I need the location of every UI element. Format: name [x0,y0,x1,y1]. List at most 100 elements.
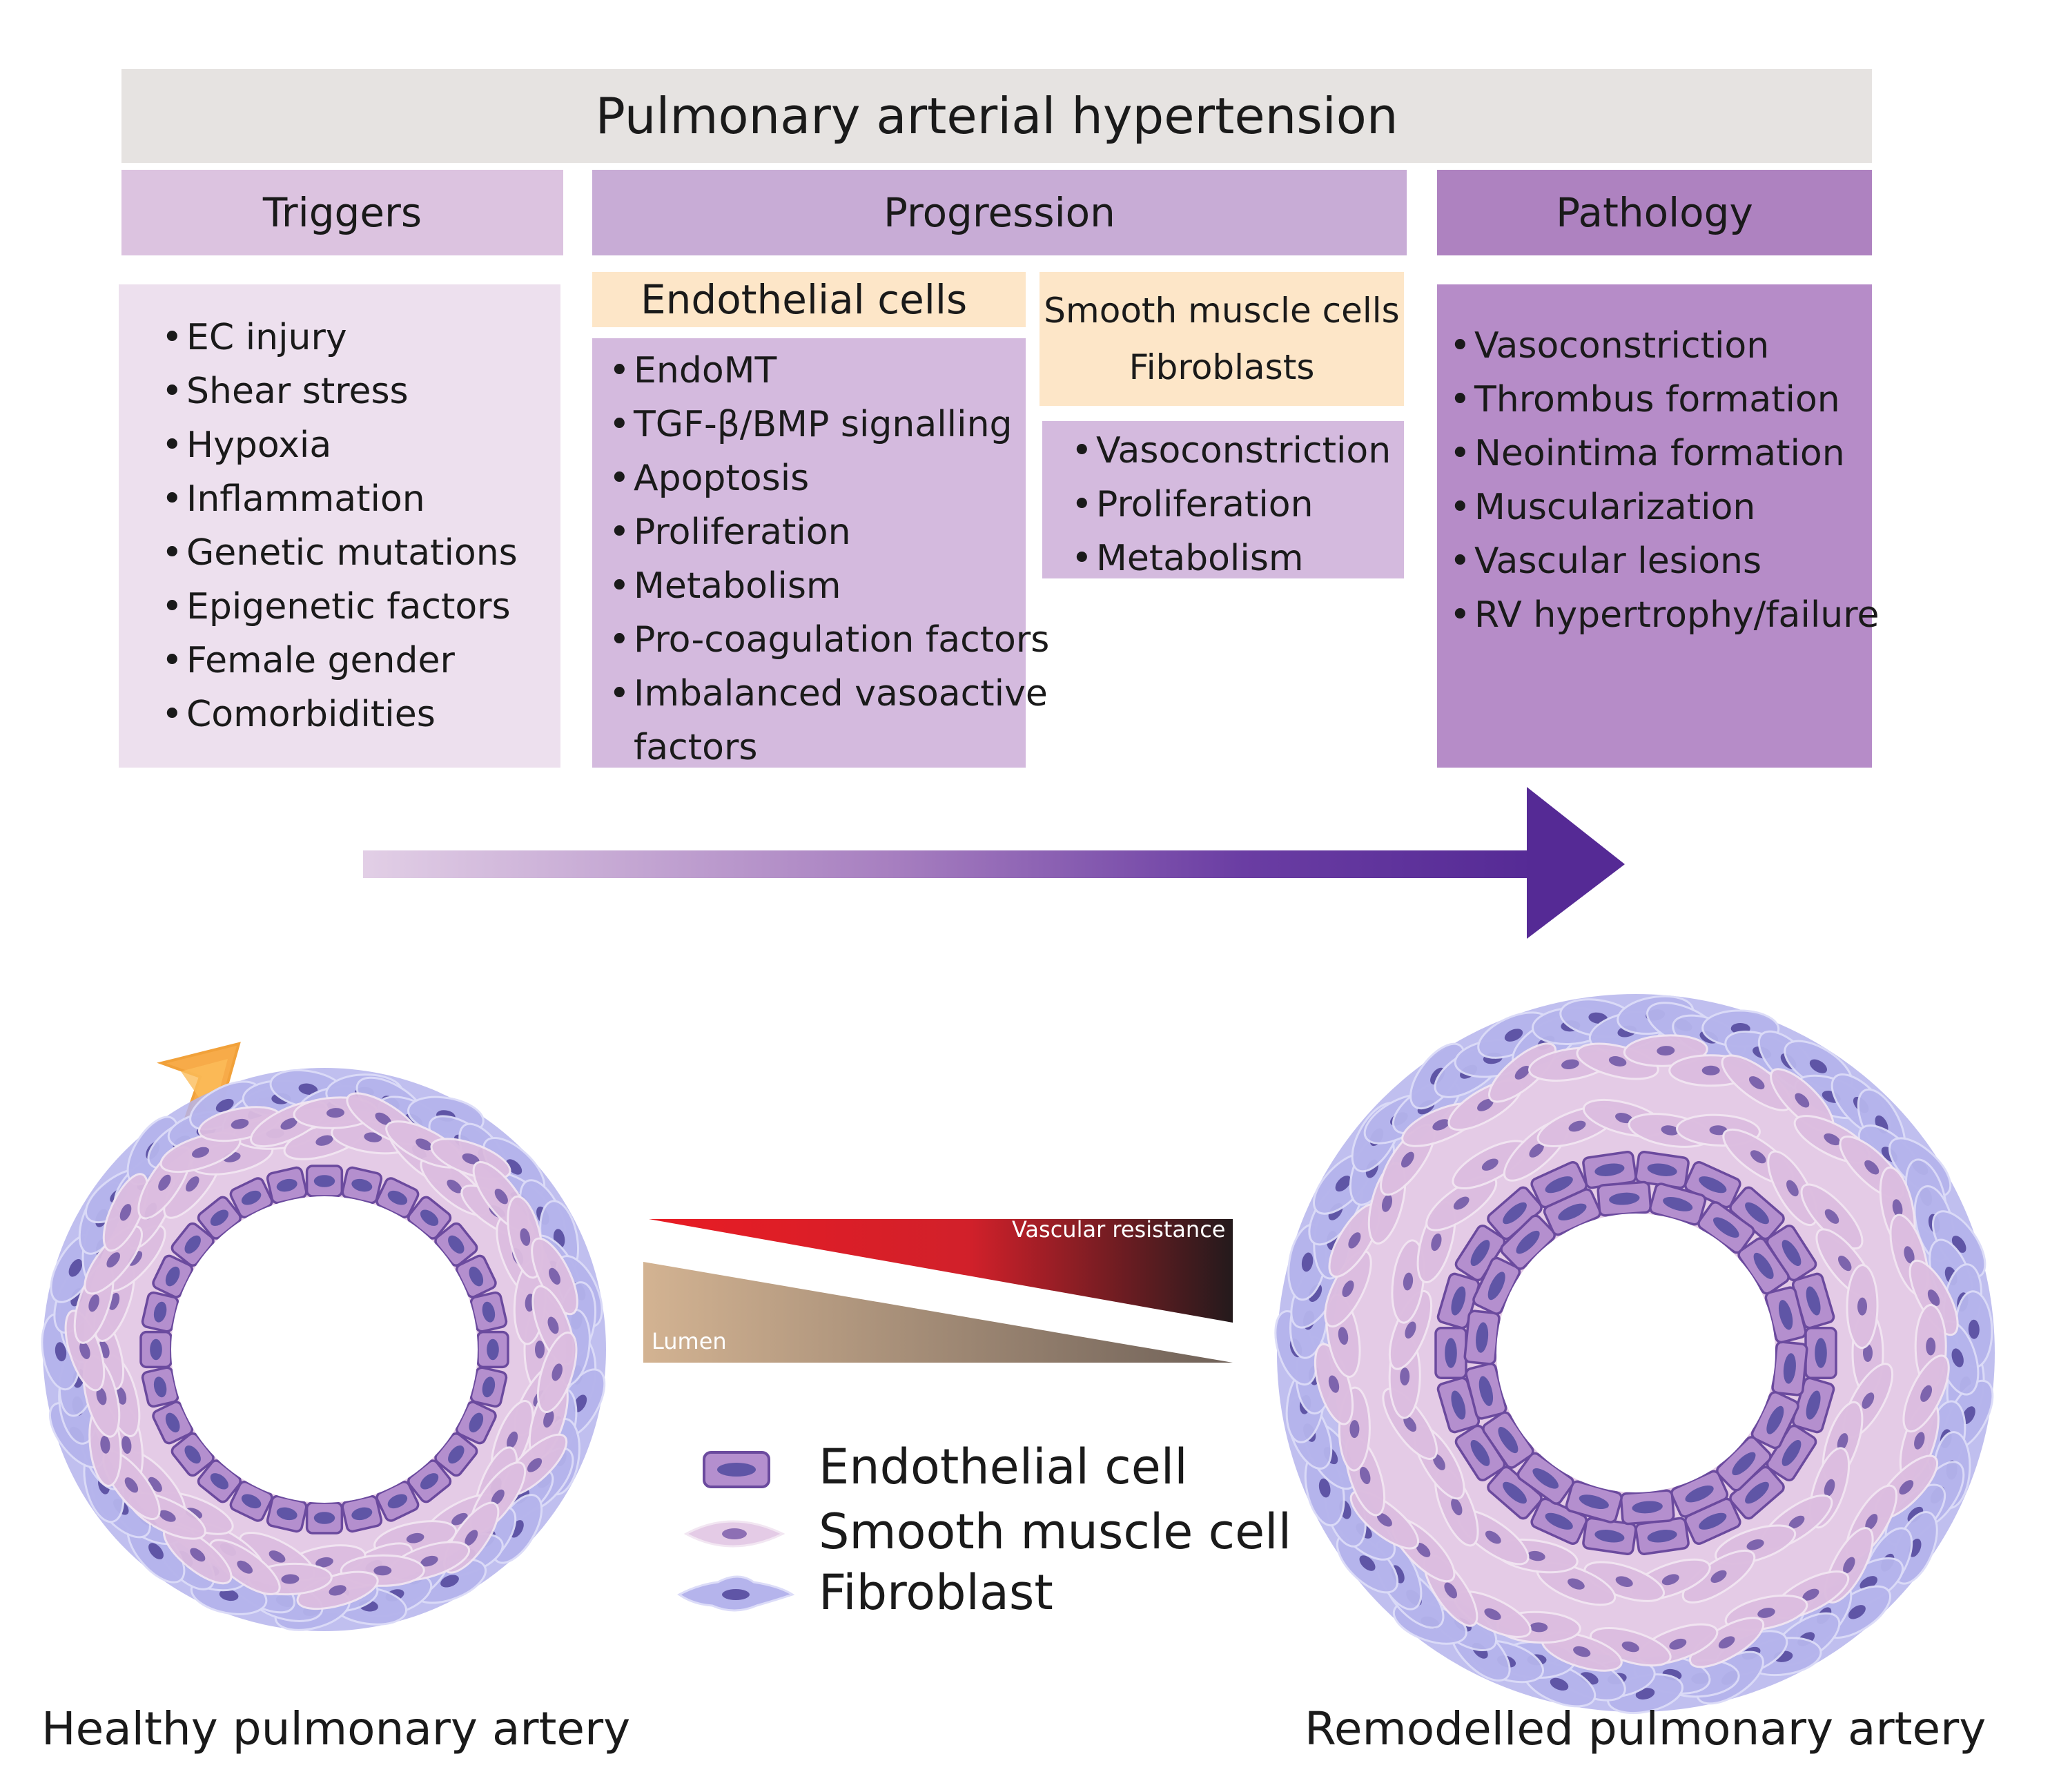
endothelial-cell [305,1165,344,1198]
endothelial-cell [469,1291,508,1333]
endothelial-cell [141,1366,179,1408]
endothelial-cell [266,1494,308,1533]
endothelial-cell [1670,1470,1729,1518]
endothelial-item: Apoptosis [603,451,1026,505]
endothelial-cell [469,1366,508,1408]
endothelial-cell [434,1222,478,1267]
trigger-item: Hypoxia [156,418,560,472]
smooth-muscle-cell [1800,1183,1864,1250]
lumen [1496,1214,1775,1492]
pathology-item: Vasoconstriction [1444,319,1872,373]
trigger-item: Comorbidities [156,688,560,741]
smooth-muscle-cell-legend-icon [683,1520,785,1548]
smooth-muscle-cell [296,1570,379,1610]
smooth-muscle-cell [1721,1054,1793,1111]
triggers-header: Triggers [121,170,563,255]
healthy-artery-illustration [41,1068,606,1631]
endothelial-cell [1500,1214,1556,1270]
legend-smooth-muscle-label: Smooth muscle cell [819,1503,1292,1560]
smc-item: Vasoconstriction [1066,424,1404,478]
pathology-item: RV hypertrophy/failure [1444,588,1879,642]
smc-subheader-line2: Fibroblasts [1129,347,1315,387]
remodelled-artery-caption: Remodelled pulmonary artery [1305,1702,1986,1755]
smooth-muscle-cell [1846,1264,1879,1350]
endothelial-cell [407,1196,452,1240]
endothelial-cell [1434,1326,1467,1380]
pathology-item: Muscularization [1444,480,1872,534]
smooth-muscle-cell [1314,1343,1354,1425]
endothelial-cell [1649,1182,1707,1226]
endothelial-cell [1791,1272,1835,1330]
smooth-muscle-cell [1681,1549,1756,1604]
lumen [171,1196,478,1503]
vascular-resistance-gradient [649,1219,1233,1323]
smooth-muscle-cell [536,1331,578,1413]
smooth-muscle-cell [84,1225,144,1295]
progression-arrow [363,787,1625,939]
diagram-title: Pulmonary arterial hypertension [121,69,1872,163]
trigger-item: Female gender [156,634,560,688]
pathology-box: Vasoconstriction Thrombus formation Neoi… [1437,284,1879,768]
smooth-muscle-cell [1391,1239,1425,1324]
pathology-item: Vascular lesions [1444,534,1872,588]
endothelial-cell [1463,1309,1501,1365]
pathology-item: Thrombus formation [1444,373,1872,427]
smooth-muscle-cell [531,1237,578,1316]
smooth-muscle-cell [1909,1259,1959,1336]
smooth-muscle-cell [1583,1561,1666,1602]
endothelial-cell [455,1254,497,1298]
endothelial-item: Imbalanced vasoactive [603,667,1048,721]
smooth-muscle-cell [208,1539,281,1595]
endothelial-cell [1634,1151,1690,1189]
smc-item: Proliferation [1066,478,1404,532]
endothelial-cell-legend-icon [703,1451,770,1488]
endothelial-cell [1716,1436,1772,1492]
endothelial-cell [266,1166,308,1205]
endothelial-cell [141,1291,179,1333]
endothelial-cell [1465,1362,1507,1420]
endothelial-cell [1530,1497,1588,1546]
smooth-muscle-cell [1388,1289,1433,1370]
trigger-item: Epigenetic factors [156,580,560,634]
trigger-item: Shear stress [156,364,560,418]
endothelial-cell [1684,1160,1741,1209]
pathology-header: Pathology [1437,170,1872,255]
smooth-muscle-cell [1589,1626,1672,1667]
smc-fibroblast-box: Vasoconstriction Proliferation Metabolis… [1042,421,1404,585]
smc-subheader-line1: Smooth muscle cells [1044,291,1400,331]
progression-header: Progression [592,170,1407,255]
smooth-muscle-cell [1767,1150,1818,1227]
endothelial-cell [341,1494,383,1533]
smc-fibroblast-subheader: Smooth muscle cells Fibroblasts [1039,272,1404,406]
endothelial-cell [1804,1326,1837,1380]
endothelial-cell [305,1501,344,1535]
endothelial-cell [1543,1188,1601,1236]
endothelial-cell [1565,1480,1623,1523]
fibroblast-legend-icon [677,1575,795,1612]
endothelial-cell [434,1432,478,1477]
endothelial-cell [139,1330,173,1369]
endothelial-cell [170,1222,215,1267]
endothelial-cell [152,1254,194,1298]
pathology-item: Neointima formation [1444,427,1872,480]
legend-fibroblast-label: Fibroblast [819,1564,1053,1621]
lumen-gradient [643,1262,1233,1363]
endothelial-cells-box: EndoMT TGF-β/BMP signalling Apoptosis Pr… [592,338,1049,768]
trigger-item: Inflammation [156,472,560,526]
endothelial-cell [1530,1160,1588,1209]
endothelial-cell [197,1196,242,1240]
endothelial-cell [407,1459,452,1503]
endothelial-item: EndoMT [603,344,1026,398]
vascular-resistance-label: Vascular resistance [1012,1216,1226,1243]
trigger-item: Genetic mutations [156,526,560,580]
endothelial-cell [1771,1341,1808,1396]
lumen-label: Lumen [652,1328,727,1354]
endothelial-cell [1436,1376,1481,1434]
endothelial-cell [1597,1180,1652,1217]
remodelled-artery-illustration [1274,994,1995,1715]
triggers-box: EC injury Shear stress Hypoxia Inflammat… [119,284,560,768]
smooth-muscle-cell [1902,1354,1950,1433]
endothelial-cell [341,1166,383,1205]
endothelial-cells-subheader: Endothelial cells [592,272,1026,327]
